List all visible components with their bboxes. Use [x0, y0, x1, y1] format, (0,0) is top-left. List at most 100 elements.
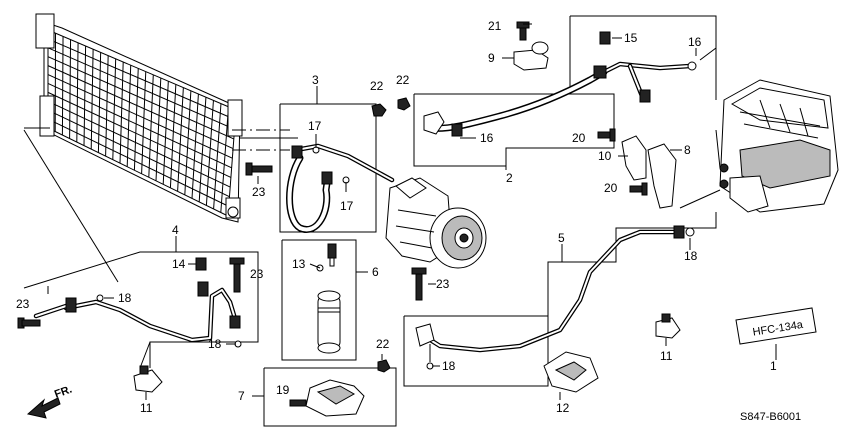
condenser-fin: [83, 45, 87, 146]
receiver-bracket: [289, 379, 365, 417]
callout-18-a: 18: [118, 291, 132, 305]
callout-23-c: 23: [436, 277, 450, 291]
condenser-fin: [105, 55, 109, 157]
condenser-fin: [90, 49, 94, 150]
callout-23-a: 23: [16, 297, 30, 311]
callout-18-c: 18: [442, 359, 456, 373]
condenser-fin: [213, 103, 222, 209]
callout-18-b: 18: [208, 337, 222, 351]
bracket-8: [647, 143, 677, 209]
callout-17-b: 17: [340, 199, 354, 213]
callout-23-b: 23: [250, 267, 264, 281]
compressor: [385, 177, 487, 269]
condenser-fin: [155, 77, 162, 181]
suction-pipe: [415, 225, 695, 370]
condenser-fin: [97, 52, 102, 153]
condenser-fin: [76, 42, 79, 143]
discharge-hose: [286, 143, 395, 233]
diagram-code: S847-B6001: [740, 411, 801, 423]
callout-20-b: 20: [604, 181, 618, 195]
condenser: [35, 13, 243, 223]
condenser-tube: [47, 74, 233, 159]
condenser-fin: [133, 68, 139, 171]
cap-14: [195, 257, 207, 271]
callout-8: 8: [684, 143, 691, 157]
bolt-23-b: [229, 257, 245, 293]
condenser-tube: [47, 91, 232, 178]
callout-17-a: 17: [308, 119, 322, 133]
callout-11-right: 11: [660, 349, 673, 363]
callout-18-d: 18: [684, 249, 698, 263]
condenser-fin: [126, 65, 132, 167]
cap-15: [599, 31, 611, 45]
callout-14: 14: [172, 257, 186, 271]
callout-4: 4: [172, 223, 179, 237]
nut-22-c: [377, 359, 391, 373]
callout-13: 13: [292, 257, 306, 271]
condenser-fin: [61, 36, 64, 136]
callout-2: 2: [506, 171, 513, 185]
condenser-fin: [119, 61, 124, 164]
front-direction-label: FR.: [53, 383, 74, 400]
condenser-tube: [47, 118, 229, 207]
condenser-fin: [191, 93, 199, 199]
evaporator-unit: [719, 79, 839, 213]
condenser-fin: [184, 90, 192, 195]
callout-7: 7: [238, 389, 245, 403]
callout-19: 19: [276, 383, 290, 397]
bracket-10: [621, 135, 647, 181]
bolt-23-c: [411, 267, 427, 301]
callout-15: 15: [624, 31, 638, 45]
condenser-fin: [69, 39, 72, 139]
bolt-23-a: [17, 317, 41, 329]
callout-22-a: 22: [370, 79, 384, 93]
condenser-tube: [47, 127, 229, 217]
condenser-fin: [177, 87, 184, 192]
service-valve: [513, 21, 549, 71]
nut-22-b: [397, 97, 411, 111]
callout-21: 21: [488, 19, 502, 33]
clip-11-left: [133, 365, 163, 393]
callout-16-b: 16: [688, 35, 702, 49]
clamp-12: [543, 351, 599, 393]
condenser-tube: [47, 47, 235, 130]
label-plate: HFC-134a: [735, 307, 817, 345]
pressure-switch: [327, 243, 337, 267]
bolt-23-d: [245, 162, 273, 176]
callout-11-left: 11: [140, 401, 153, 415]
callout-22-c: 22: [376, 337, 390, 351]
condenser-fin: [220, 106, 229, 213]
condenser-fin: [148, 74, 154, 178]
condenser-tube: [47, 109, 230, 198]
nut-22-a: [371, 103, 387, 117]
condenser-fin: [198, 97, 207, 202]
condenser-tube: [47, 56, 235, 140]
suction-hose: [423, 61, 697, 137]
condenser-tube: [47, 100, 231, 188]
callout-20-a: 20: [572, 131, 586, 145]
callout-9: 9: [488, 51, 495, 65]
condenser-fin: [112, 58, 117, 160]
callout-10: 10: [598, 149, 612, 163]
condenser-tube: [47, 65, 234, 150]
condenser-fin: [205, 100, 214, 206]
callout-16-a: 16: [480, 131, 494, 145]
condenser-fins: [47, 29, 237, 217]
condenser-fin: [169, 84, 177, 188]
condenser-fin: [162, 81, 169, 185]
front-direction-arrow: FR.: [26, 383, 74, 419]
callout-3: 3: [312, 73, 319, 87]
bolt-20-a: [597, 128, 616, 142]
callout-6: 6: [372, 265, 379, 279]
clip-11-right: [655, 313, 681, 339]
condenser-tube: [47, 83, 232, 169]
callout-5: 5: [558, 231, 565, 245]
callout-23-d: 23: [252, 185, 266, 199]
liquid-pipe: [33, 281, 242, 348]
condenser-tube: [47, 29, 237, 111]
condenser-fin: [141, 71, 147, 174]
bolt-20-b: [629, 182, 648, 196]
callout-22-b: 22: [396, 73, 410, 87]
receiver-dryer: [317, 290, 341, 354]
